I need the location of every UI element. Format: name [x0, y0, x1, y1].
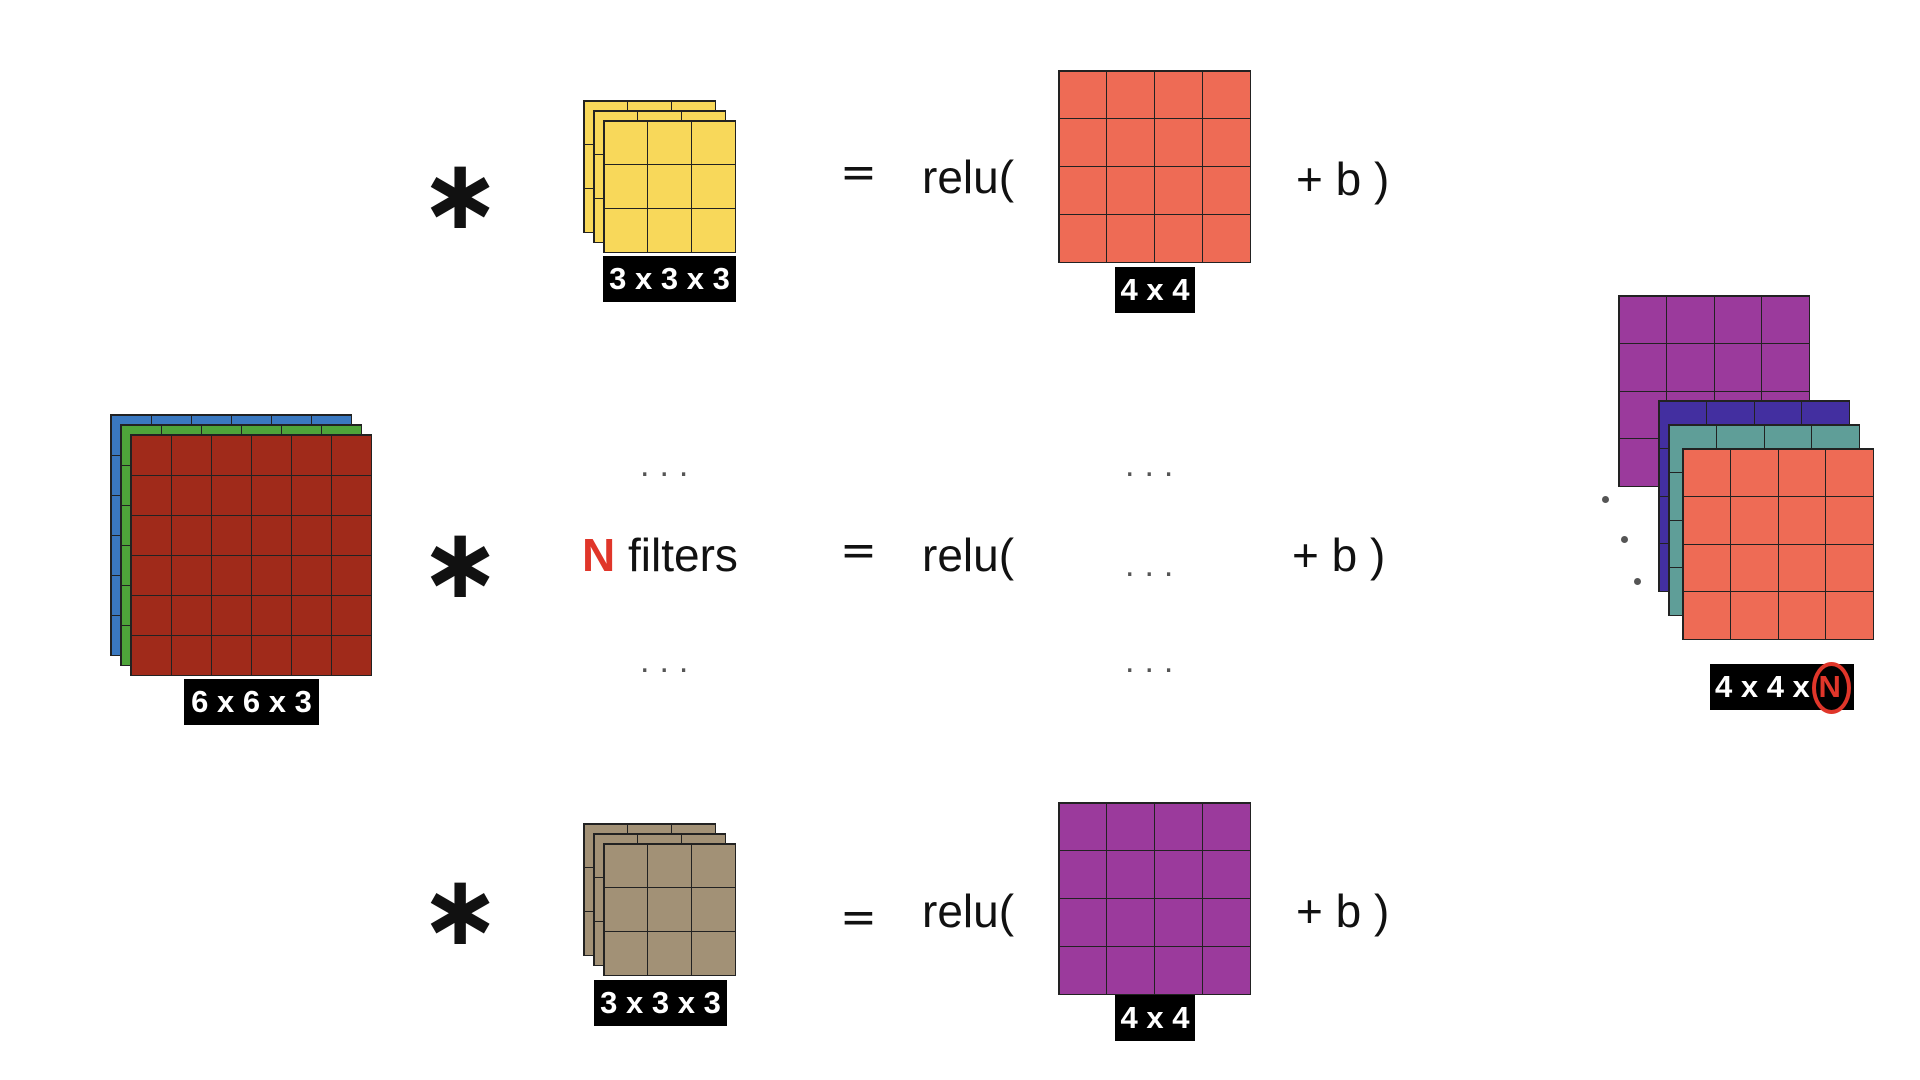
- output-map-purple: [1058, 802, 1251, 995]
- ellipsis: ...: [1125, 446, 1184, 484]
- relu-open: relu(: [922, 529, 1015, 581]
- bias-close: + b ): [1296, 153, 1390, 205]
- output-size-label: 4 x 4: [1115, 267, 1195, 313]
- input-size-label: 6 x 6 x 3: [184, 679, 319, 725]
- equals-sign: =: [840, 147, 877, 198]
- ellipsis: ...: [1125, 642, 1184, 680]
- relu-open: relu(: [922, 151, 1015, 203]
- result-size-prefix: 4 x 4 x: [1715, 669, 1810, 704]
- ellipsis: ...: [640, 446, 699, 484]
- convolution-operator: ∗: [419, 854, 502, 968]
- stack-dot: [1621, 536, 1628, 543]
- ellipsis: ...: [1125, 546, 1184, 584]
- equals-sign: =: [840, 892, 877, 943]
- input-channel-red: [130, 434, 372, 676]
- result-map-orange: [1682, 448, 1874, 640]
- filter-count-n: N: [582, 529, 616, 581]
- convolution-operator: ∗: [419, 507, 502, 621]
- stack-dot: [1634, 578, 1641, 585]
- ellipsis: ...: [640, 642, 699, 680]
- filter-count: N filters: [582, 528, 738, 582]
- equals-sign: =: [840, 525, 877, 576]
- convolution-operator: ∗: [419, 138, 502, 252]
- stack-dot: [1602, 496, 1609, 503]
- filter-layer: [603, 843, 736, 976]
- bias-close: + b ): [1296, 885, 1390, 937]
- highlight-circle: [1812, 662, 1851, 714]
- output-map-orange: [1058, 70, 1251, 263]
- output-size-label: 4 x 4: [1115, 995, 1195, 1041]
- relu-open: relu(: [922, 885, 1015, 937]
- filter-size-label: 3 x 3 x 3: [594, 980, 727, 1026]
- filter-count-word: filters: [628, 529, 738, 581]
- filter-layer: [603, 120, 736, 253]
- filter-size-label: 3 x 3 x 3: [603, 256, 736, 302]
- bias-close: + b ): [1292, 529, 1386, 581]
